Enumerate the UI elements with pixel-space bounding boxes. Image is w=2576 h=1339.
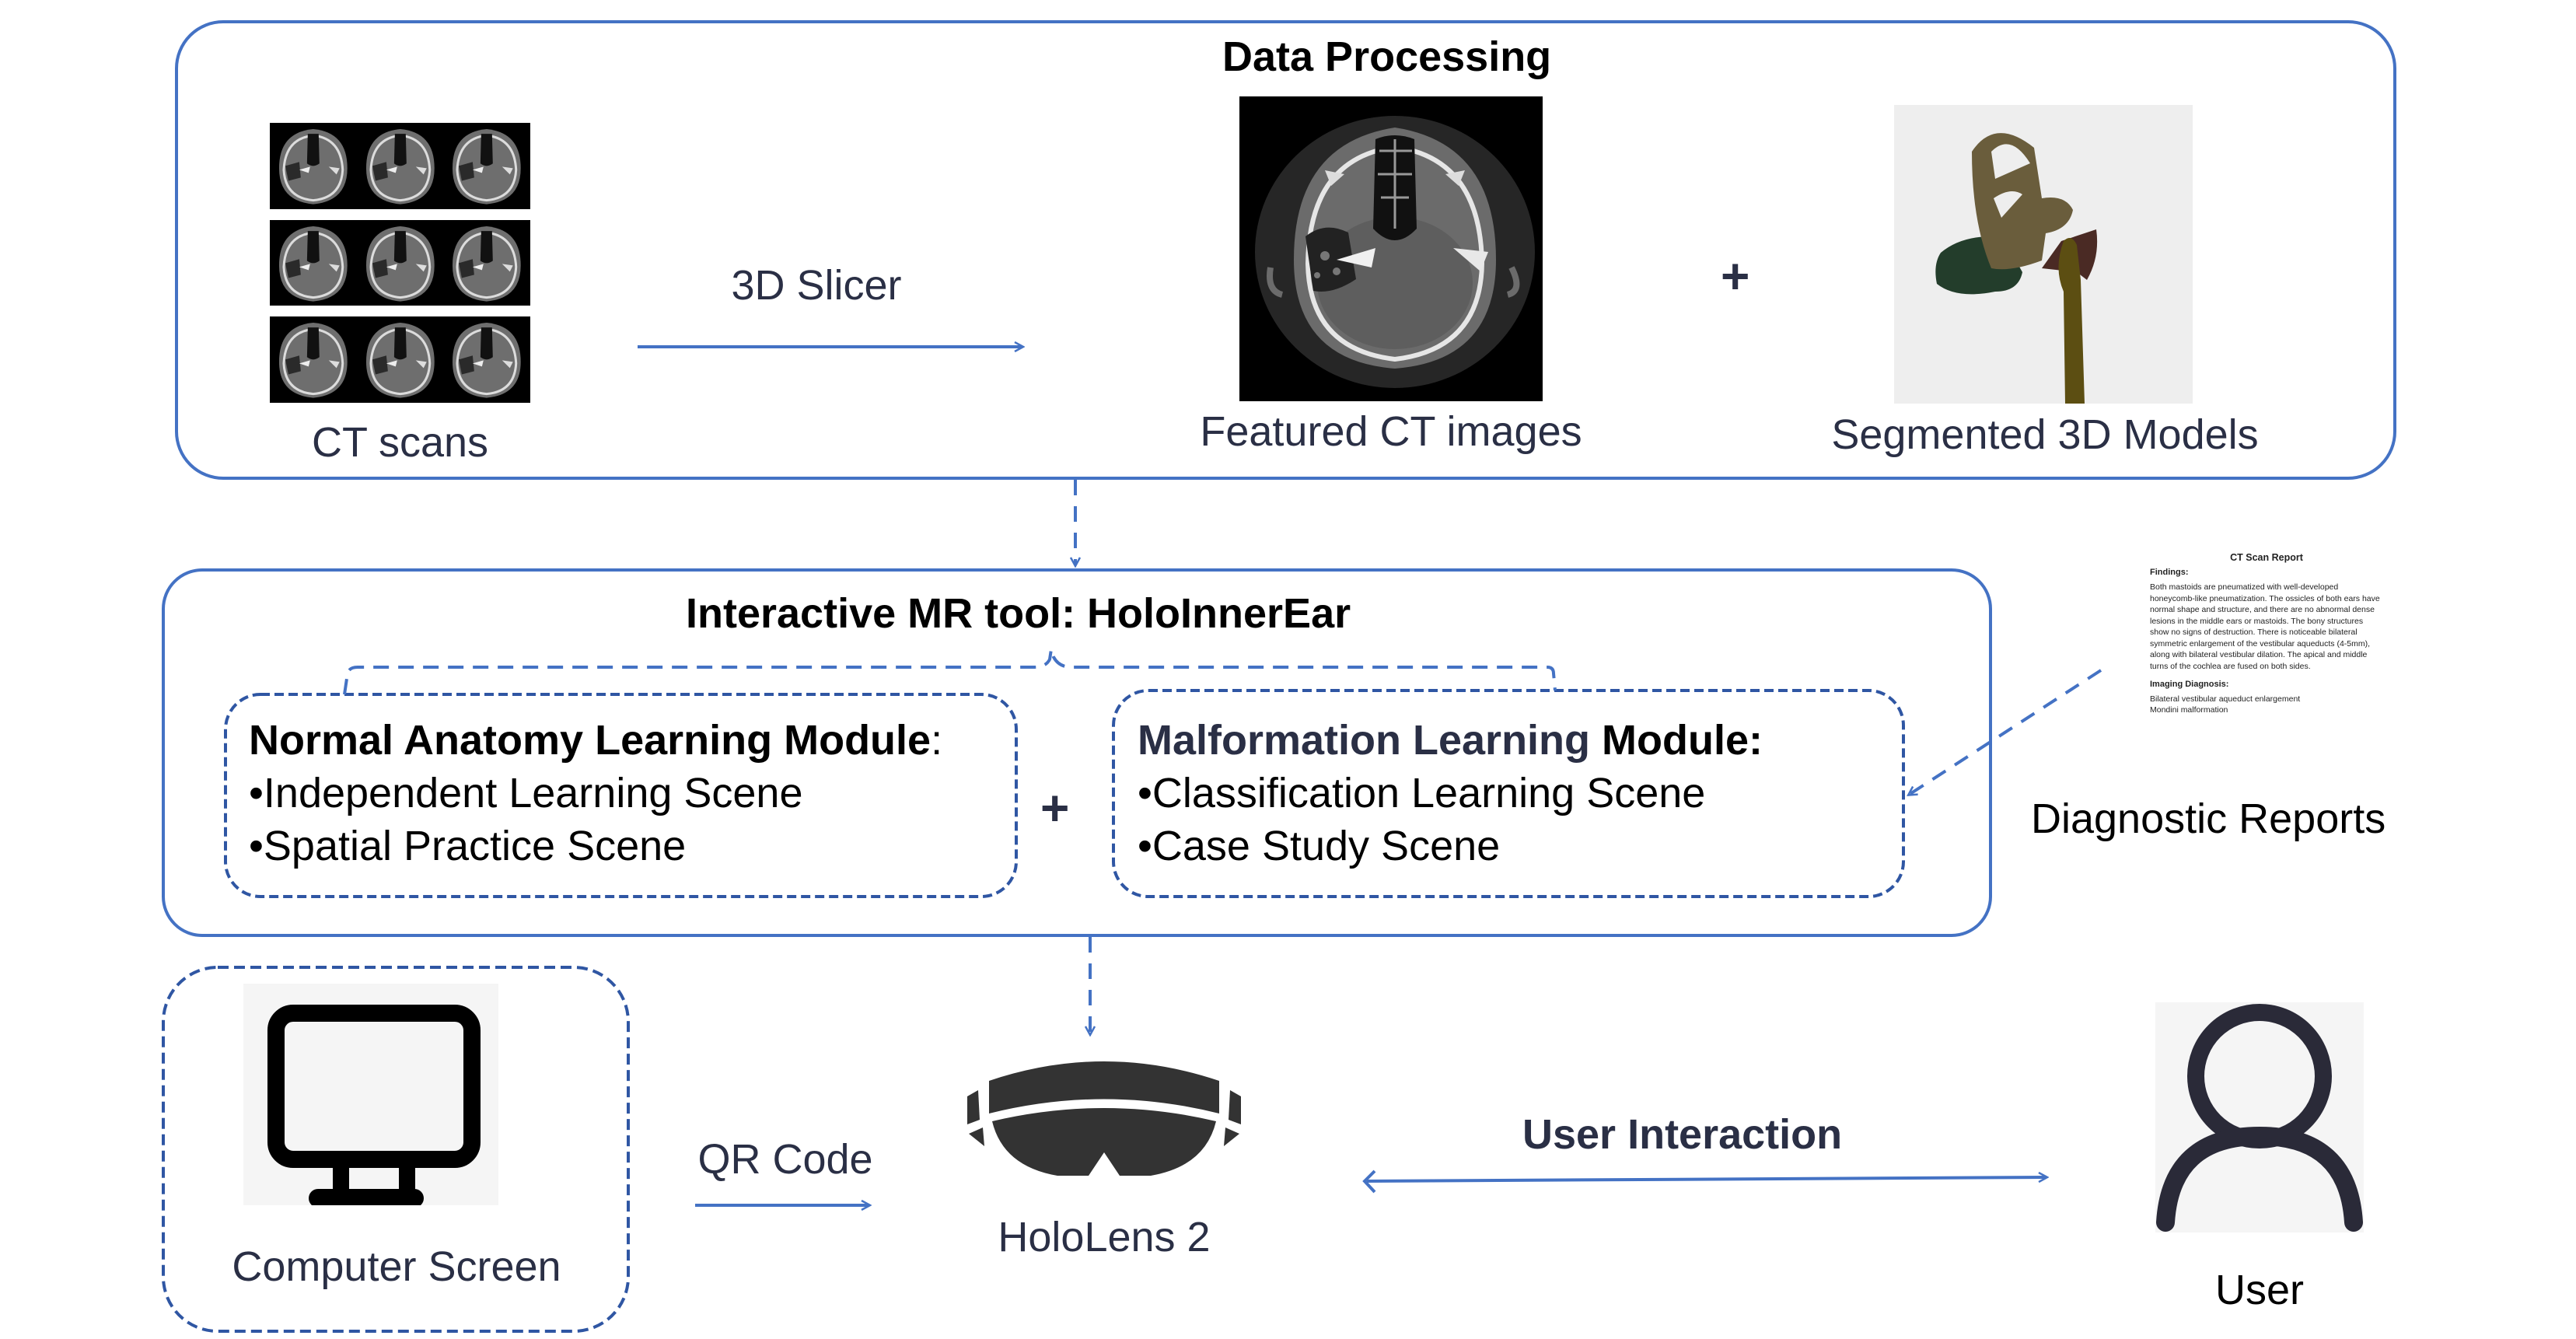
qr-code-label: QR Code — [697, 1136, 873, 1183]
user-interaction-arrow-left-head — [1362, 1169, 1376, 1194]
report-findings-label: Findings: — [2150, 568, 2189, 577]
ct-slice-thumbnail — [356, 219, 444, 306]
hololens-label: HoloLens 2 — [998, 1214, 1211, 1260]
ct-slice-thumbnail — [270, 123, 357, 209]
diagnostic-reports-label: Diagnostic Reports — [2031, 795, 2386, 842]
slicer-label: 3D Slicer — [731, 262, 902, 309]
report-to-malformation-arrow — [1909, 669, 2102, 795]
normal-module-title-suffix: : — [931, 717, 943, 764]
malformation-module-item: •Case Study Scene — [1138, 823, 1501, 869]
computer-screen-label: Computer Screen — [232, 1243, 561, 1290]
malformation-module-title: Malformation Learning — [1138, 717, 1591, 764]
mr-tool-title: Interactive MR tool: HoloInnerEar — [686, 590, 1351, 637]
monitor-icon — [243, 984, 498, 1208]
malformation-module-item: •Classification Learning Scene — [1138, 770, 1706, 816]
ct-slice-thumbnail — [270, 316, 357, 403]
normal-module-title: Normal Anatomy Learning Module — [249, 717, 931, 764]
featured-ct-image — [1239, 96, 1543, 401]
normal-module-item: •Spatial Practice Scene — [249, 823, 687, 869]
plus-sign-processing: + — [1721, 248, 1750, 304]
segmented-3d-label: Segmented 3D Models — [1831, 411, 2259, 458]
ct-scans-label: CT scans — [311, 419, 489, 466]
user-interaction-arrow — [1366, 1177, 2046, 1181]
ct-slice-thumbnail — [443, 316, 530, 403]
ct-slice-thumbnail — [270, 219, 357, 306]
segmented-3d-model-image — [1894, 105, 2193, 404]
report-findings-text: Both mastoids are pneumatized with well-… — [2150, 582, 2380, 671]
ct-slice-thumbnail — [443, 219, 530, 306]
user-interaction-label: User Interaction — [1522, 1111, 1843, 1158]
ct-scan-report-document: CT Scan Report Findings: Both mastoids a… — [2150, 552, 2383, 715]
featured-ct-label: Featured CT images — [1200, 408, 1582, 455]
report-diagnosis-line: Bilateral vestibular aqueduct enlargemen… — [2150, 694, 2301, 704]
report-heading: CT Scan Report — [2230, 552, 2303, 563]
data-processing-title: Data Processing — [1222, 33, 1552, 80]
malformation-module-title-suffix: Module: — [1590, 717, 1763, 764]
ct-slice-thumbnail — [443, 123, 530, 209]
user-icon — [2155, 1002, 2364, 1232]
malformation-module: Malformation Learning Module: •Classific… — [1138, 714, 1763, 872]
normal-module-item: •Independent Learning Scene — [249, 770, 803, 816]
ct-slice-thumbnail — [356, 316, 444, 403]
ct-scans-grid — [270, 123, 530, 403]
ct-slice-thumbnail — [356, 123, 444, 209]
user-label: User — [2214, 1267, 2304, 1313]
modules-bracket — [343, 649, 1557, 695]
report-diagnosis-line: Mondini malformation — [2150, 705, 2228, 715]
plus-sign-modules: + — [1040, 780, 1070, 836]
normal-anatomy-module: Normal Anatomy Learning Module: •Indepen… — [249, 714, 942, 872]
hololens-headset-icon — [964, 1042, 1244, 1194]
report-diagnosis-label: Imaging Diagnosis: — [2150, 680, 2229, 689]
